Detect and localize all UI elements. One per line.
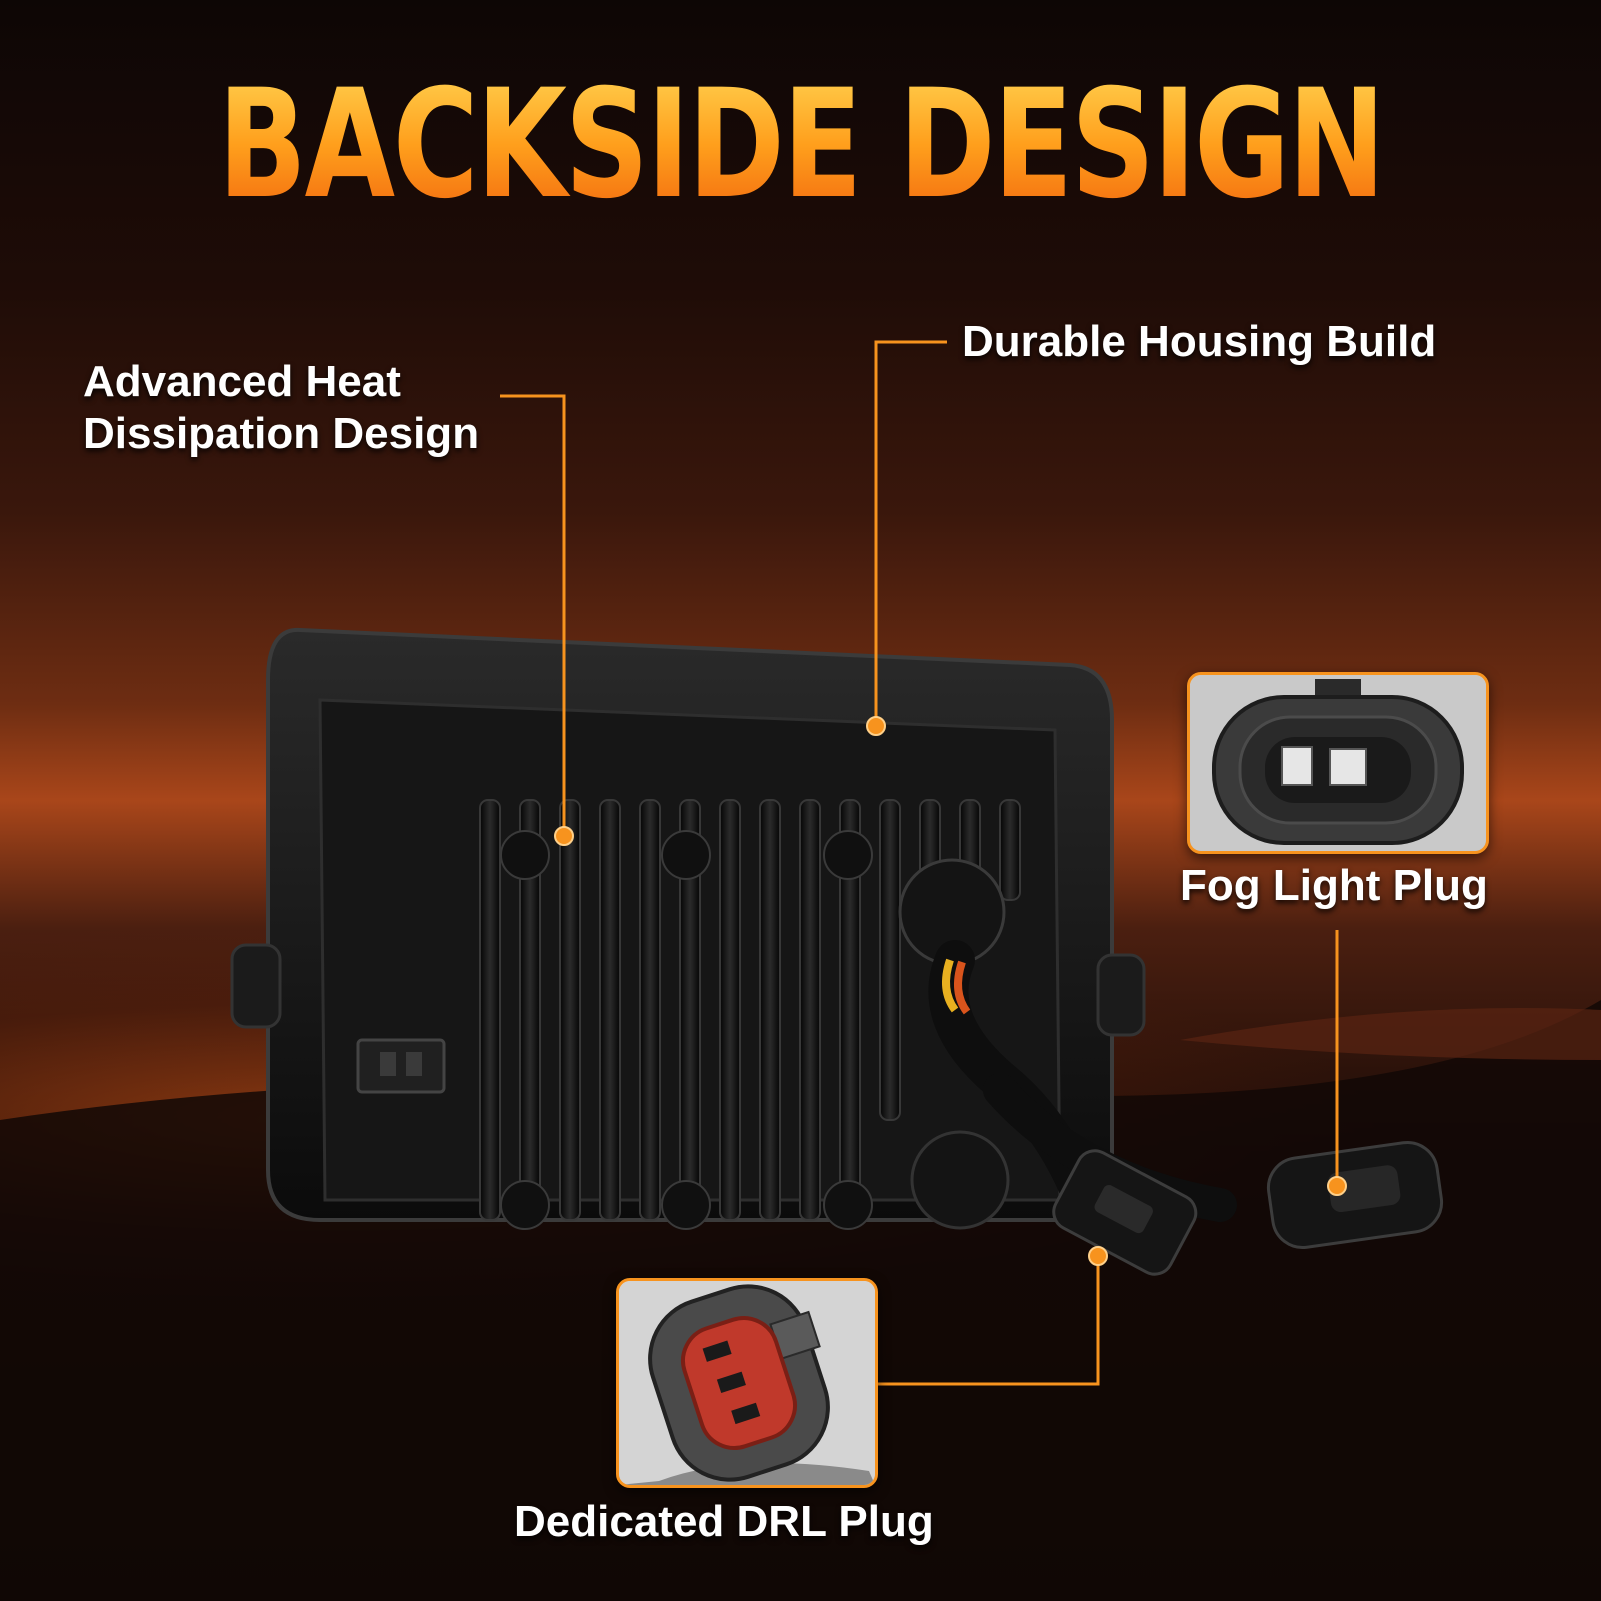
callout-heat-line1: Advanced Heat (83, 357, 401, 406)
callout-fog-label: Fog Light Plug (1180, 861, 1488, 910)
callout-heat-line2: Dissipation Design (83, 409, 480, 458)
callout-housing-build: Durable Housing Build (962, 316, 1436, 368)
heat-sink-fins (479, 799, 1021, 1221)
callout-drl-label: Dedicated DRL Plug (514, 1497, 934, 1546)
fog-plug-closeup (1187, 672, 1489, 854)
dune-glow (1180, 1008, 1601, 1060)
callout-fog-light-plug: Fog Light Plug (1180, 860, 1488, 912)
fog-plug-shape (1266, 1140, 1444, 1250)
callout-housing-label: Durable Housing Build (962, 317, 1437, 366)
callout-dots (554, 716, 1347, 1266)
callout-heat-dissipation: Advanced Heat Dissipation Design (83, 356, 479, 460)
screw-bosses (500, 830, 873, 1230)
fog-plug-closeup-image (1190, 675, 1486, 851)
drl-plug-closeup (616, 1278, 878, 1488)
page-title: BACKSIDE DESIGN (176, 70, 1425, 220)
callout-lines (500, 340, 1339, 1386)
callout-drl-plug: Dedicated DRL Plug (514, 1496, 934, 1548)
drl-plug-closeup-image (619, 1281, 875, 1485)
